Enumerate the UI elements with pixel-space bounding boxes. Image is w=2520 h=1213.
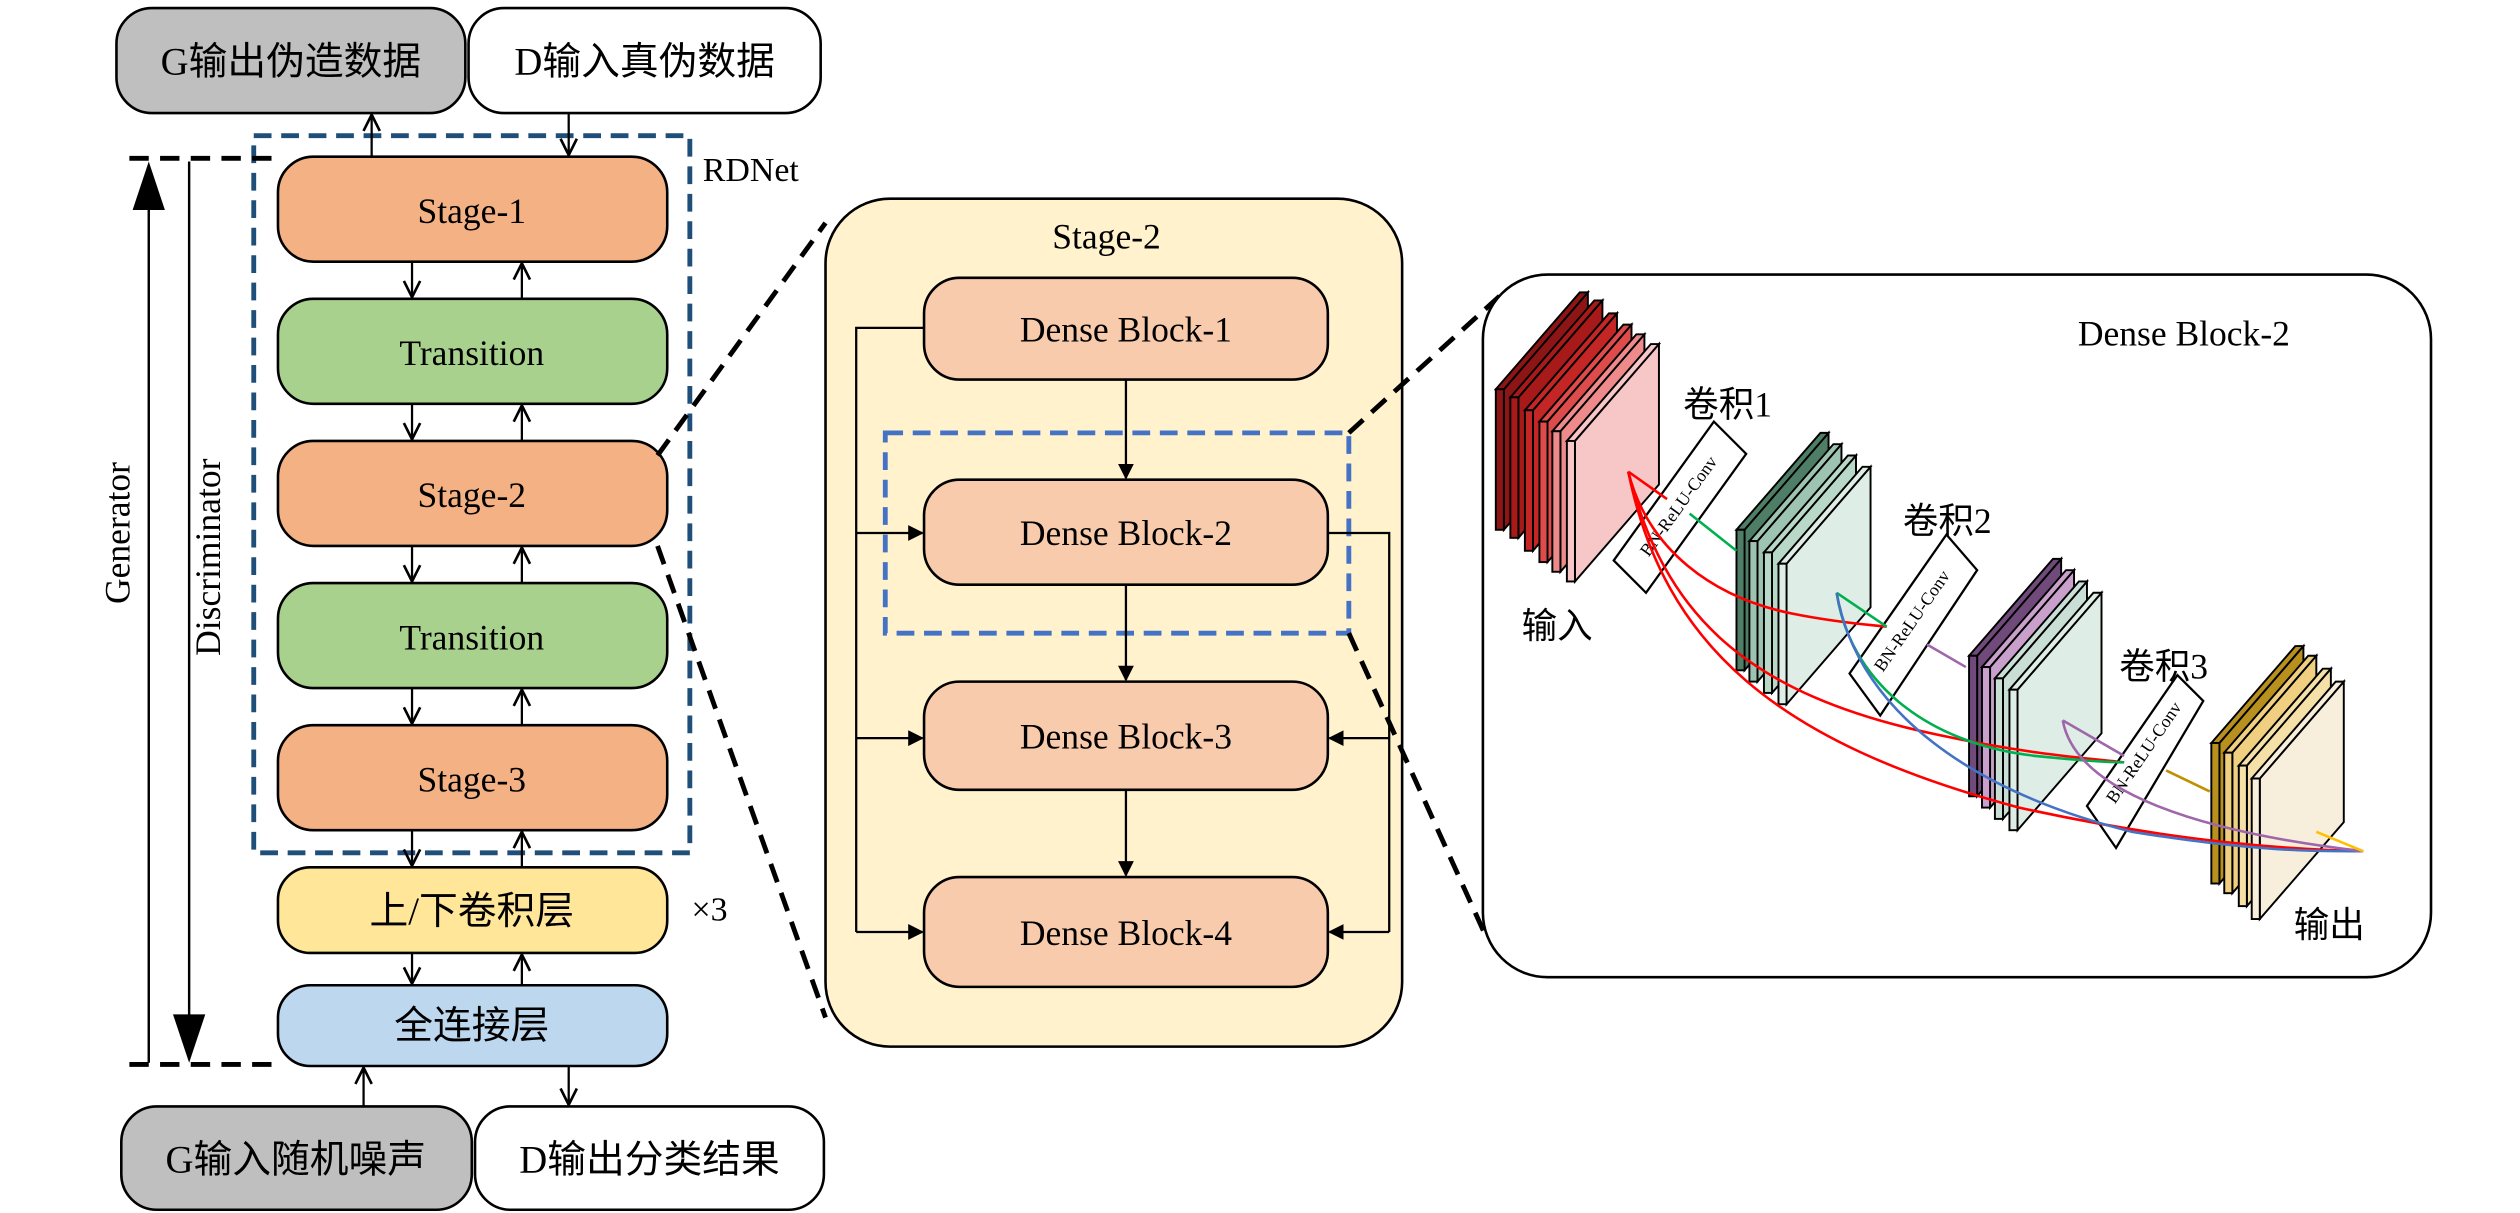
g-input-noise-box (120, 1105, 474, 1212)
g-output-fake-label: G输出伪造数据 (161, 40, 421, 83)
feature-map-front (1523, 409, 1534, 552)
left-block-label: Transition (399, 333, 544, 373)
repeat-label: ×3 (691, 892, 727, 929)
feature-map-front (1494, 388, 1505, 531)
input-label: 输入 (1522, 606, 1593, 646)
conn-purple (2062, 719, 2125, 758)
left-block (276, 581, 669, 690)
conv-layer-label: 上/下卷积层 (370, 890, 575, 933)
feature-map-front (1538, 420, 1549, 564)
zoom-line2-bottom (1346, 632, 1489, 938)
left-block-label: Stage-3 (418, 759, 526, 799)
fc-layer-box (276, 983, 669, 1068)
discriminator-label: Discriminator (188, 458, 228, 655)
conn-blue (1835, 592, 2364, 853)
stage2-title: Stage-2 (1052, 217, 1161, 257)
fc-layer-label: 全连接层 (394, 1005, 549, 1048)
generator-arrowhead-icon (132, 161, 165, 210)
bn-relu-conv-box (2085, 673, 2205, 851)
output-label: 输出 (2294, 905, 2365, 945)
conv1-label: 卷积1 (1683, 385, 1772, 425)
feature-map-front (1748, 540, 1759, 683)
bn-relu-conv-box (1612, 419, 1748, 595)
conv3-label: 卷积3 (2119, 646, 2208, 686)
feature-map-front (1509, 396, 1520, 539)
conn-gold (2165, 769, 2211, 793)
feature-map-front (1968, 654, 1979, 798)
dense-block2-panel: Dense Block-2 BN-ReLU-ConvBN-ReLU-ConvBN… (1481, 273, 2433, 979)
feature-map-front (2223, 751, 2234, 895)
d-input-real-fake-box (467, 6, 822, 115)
dense-block2-title: Dense Block-2 (2078, 314, 2290, 354)
conn-red (1627, 471, 2125, 764)
conn-green (1835, 591, 1888, 628)
left-block (276, 155, 669, 263)
discriminator-arrowhead-icon (172, 1014, 206, 1063)
conn-green (1688, 512, 1738, 552)
conn-red (1627, 470, 1668, 501)
g-input-noise-label: G输入随机噪声 (165, 1139, 425, 1182)
dense-block (922, 680, 1330, 792)
feature-map-front (2008, 688, 2019, 832)
left-block-label: Stage-2 (418, 475, 526, 515)
d-input-real-fake-label: D输入真伪数据 (514, 40, 774, 83)
stage2-panel-bg (824, 197, 1404, 1048)
feature-map-front (1565, 439, 1576, 583)
dense-block-label: Dense Block-2 (1020, 513, 1232, 553)
zoom-line-bottom (655, 545, 828, 1019)
feature-map-front (1981, 666, 1992, 809)
left-block (276, 723, 669, 832)
dense-block (922, 875, 1330, 989)
left-skip-bus (855, 326, 925, 932)
rdnet-label: RDNet (703, 152, 800, 189)
feature-map-front (1762, 551, 1773, 694)
left-block (276, 297, 669, 406)
conv-layer-box (276, 866, 669, 955)
zoom-line2-top (1347, 288, 1508, 435)
zoom-line-top (655, 221, 828, 457)
conv2-label: 卷积2 (1903, 501, 1992, 541)
conn-purple (1926, 643, 1967, 669)
left-column: G输出伪造数据 D输入真伪数据 RDNet Stage-1TransitionS… (97, 6, 828, 1212)
conn-gold (2315, 830, 2364, 853)
feature-map-front (2210, 742, 2221, 885)
conn-red (1627, 471, 1887, 628)
conn-red (1626, 471, 2364, 853)
conn-purple (2061, 720, 2364, 853)
dense-block-label: Dense Block-1 (1020, 310, 1232, 350)
dense-block-label: Dense Block-4 (1020, 913, 1232, 953)
feature-map-front (2237, 764, 2248, 908)
generator-label: Generator (97, 462, 137, 604)
d-output-class-label: D输出分类结果 (519, 1139, 779, 1182)
left-block (276, 439, 669, 548)
left-block-label: Transition (399, 617, 544, 657)
dense-block-label: Dense Block-3 (1020, 717, 1232, 757)
feature-map-front (1777, 562, 1788, 706)
dense-connections (1626, 470, 2364, 853)
d-output-class-box (473, 1105, 826, 1212)
right-skip-bus (1327, 531, 1391, 932)
left-block-label: Stage-1 (418, 191, 526, 231)
g-output-fake-box (115, 6, 467, 115)
feature-map-front (1551, 430, 1562, 573)
bn-relu-conv-box (1848, 532, 1979, 718)
